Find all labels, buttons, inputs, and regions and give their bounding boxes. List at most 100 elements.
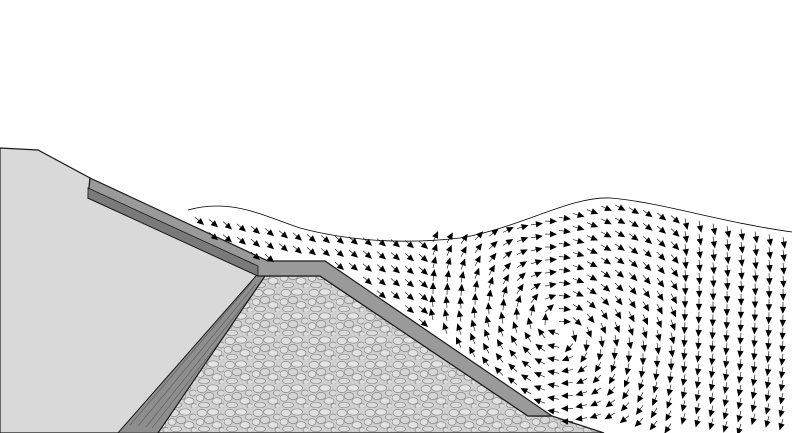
velocity-arrow-head: [696, 238, 703, 246]
velocity-arrow-head: [487, 276, 494, 285]
velocity-arrow-head: [420, 242, 428, 249]
velocity-arrow-head: [680, 391, 688, 399]
velocity-arrow-head: [458, 283, 465, 291]
velocity-arrow-head: [708, 383, 716, 392]
velocity-arrow-head: [486, 289, 493, 297]
velocity-arrow-head: [196, 218, 204, 225]
velocity-arrow-head: [666, 401, 673, 409]
velocity-arrow-head: [736, 389, 744, 397]
velocity-arrow-head: [681, 301, 689, 309]
velocity-arrow-head: [475, 243, 483, 251]
velocity-arrow-head: [576, 290, 584, 297]
velocity-arrow-head: [737, 350, 744, 358]
velocity-arrow-head: [518, 272, 526, 280]
velocity-arrow-head: [504, 262, 512, 270]
velocity-arrow-head: [671, 283, 678, 291]
velocity-arrow-head: [641, 331, 648, 339]
velocity-arrow-head: [461, 233, 468, 242]
velocity-arrow-head: [574, 318, 582, 326]
velocity-arrow-head: [696, 225, 704, 233]
velocity-arrow-head: [696, 290, 703, 298]
velocity-arrow-head: [590, 261, 598, 268]
velocity-arrow-head: [681, 365, 688, 374]
velocity-arrow-head: [723, 373, 730, 382]
velocity-arrow-head: [509, 349, 517, 357]
velocity-arrow-head: [430, 269, 437, 277]
velocity-arrow-head: [620, 404, 628, 412]
velocity-arrow-head: [751, 314, 759, 322]
velocity-arrow-head: [252, 253, 260, 260]
velocity-arrow-head: [595, 364, 602, 373]
velocity-arrow-head: [502, 274, 510, 282]
velocity-arrow-head: [736, 402, 743, 410]
velocity-arrow-head: [639, 370, 646, 379]
velocity-arrow-head: [598, 340, 605, 348]
velocity-arrow-head: [501, 286, 508, 294]
velocity-arrow-head: [682, 261, 689, 270]
velocity-arrow-head: [580, 355, 587, 363]
velocity-arrow-head: [585, 330, 592, 338]
velocity-arrow-head: [696, 264, 703, 272]
velocity-arrow-head: [577, 366, 585, 373]
velocity-arrow-head: [474, 255, 481, 264]
velocity-arrow-head: [724, 256, 731, 265]
velocity-arrow-head: [378, 265, 386, 273]
velocity-arrow-head: [308, 248, 316, 256]
velocity-arrow-head: [442, 322, 449, 330]
velocity-arrow-head: [364, 277, 372, 285]
velocity-arrow-head: [420, 307, 428, 314]
velocity-arrow-head: [671, 269, 679, 278]
velocity-arrow-head: [266, 242, 274, 250]
velocity-arrow-head: [406, 267, 414, 275]
velocity-arrow-head: [266, 255, 274, 263]
velocity-arrow-head: [694, 394, 701, 402]
velocity-arrow-head: [420, 255, 428, 262]
velocity-arrow-head: [722, 425, 729, 433]
velocity-arrow-head: [406, 280, 414, 288]
velocity-arrow-head: [533, 283, 541, 290]
velocity-arrow-head: [645, 223, 653, 231]
velocity-arrow-head: [766, 291, 773, 299]
velocity-arrow-head: [592, 376, 600, 384]
velocity-arrow-head: [628, 314, 635, 323]
velocity-arrow-head: [709, 319, 716, 327]
velocity-arrow-head: [507, 377, 515, 384]
velocity-arrow-head: [520, 388, 529, 395]
velocity-arrow-head: [639, 358, 647, 366]
velocity-arrow-head: [294, 233, 302, 241]
velocity-arrow-head: [723, 335, 730, 343]
velocity-arrow-head: [495, 352, 503, 361]
velocity-arrow-head: [724, 243, 731, 252]
velocity-arrow-head: [576, 237, 585, 244]
velocity-arrow-head: [294, 246, 302, 254]
velocity-arrow-head: [590, 234, 599, 241]
velocity-arrow-head: [350, 250, 358, 258]
velocity-arrow-head: [655, 320, 662, 329]
velocity-arrow-head: [429, 282, 437, 289]
velocity-arrow-head: [751, 366, 758, 374]
velocity-arrow-head: [622, 391, 629, 400]
velocity-arrow-head: [644, 237, 653, 244]
velocity-arrow-head: [602, 284, 611, 292]
velocity-arrow-head: [649, 422, 657, 431]
velocity-arrow-head: [617, 204, 626, 211]
velocity-arrow-head: [520, 224, 529, 231]
velocity-arrow-head: [737, 298, 745, 306]
velocity-arrow-head: [603, 271, 611, 278]
velocity-arrow-head: [664, 426, 671, 433]
velocity-arrow-head: [615, 297, 623, 306]
velocity-arrow-head: [695, 342, 702, 350]
velocity-arrow-head: [589, 287, 597, 295]
velocity-arrow-head: [456, 323, 463, 331]
velocity-arrow-head: [533, 385, 542, 392]
velocity-arrow-head: [534, 372, 542, 378]
velocity-arrow-head: [549, 269, 557, 276]
velocity-arrow-head: [499, 311, 506, 319]
velocity-arrow-head: [590, 221, 599, 228]
velocity-arrow-head: [779, 371, 786, 379]
velocity-arrow-head: [752, 249, 759, 257]
velocity-arrow-head: [750, 404, 757, 413]
velocity-arrow-head: [779, 319, 786, 327]
velocity-arrow-head: [626, 342, 633, 350]
